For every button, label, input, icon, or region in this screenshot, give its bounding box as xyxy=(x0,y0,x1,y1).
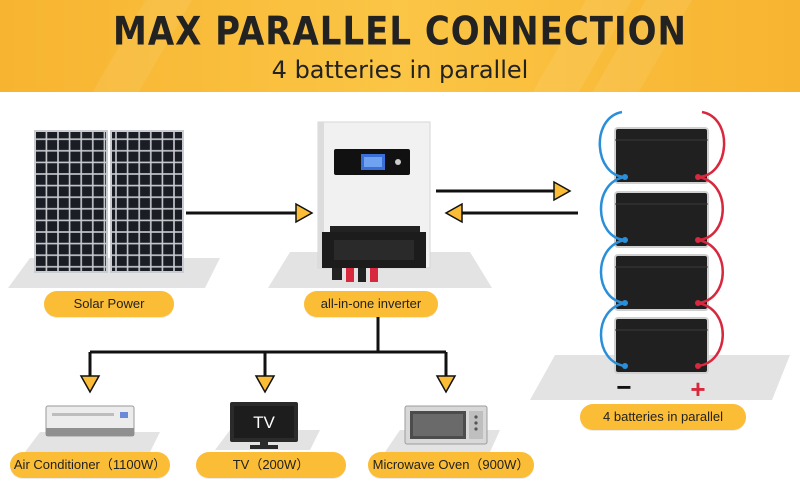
terminal-minus-sign: − xyxy=(616,372,631,402)
battery-1 xyxy=(614,127,709,184)
batteries-label: 4 batteries in parallel xyxy=(580,404,746,430)
load-distribution-lines xyxy=(88,300,448,376)
battery-4 xyxy=(614,317,709,374)
battery-to-inverter-arrow xyxy=(444,202,578,224)
ac-floor xyxy=(25,432,160,452)
air-conditioner-icon xyxy=(45,405,135,437)
microwave-icon xyxy=(404,405,488,445)
positive-wires xyxy=(697,110,726,368)
tv-label: TV（200W） xyxy=(196,452,346,478)
tv-arrow xyxy=(254,375,276,394)
page-subtitle: 4 batteries in parallel xyxy=(271,56,529,84)
solar-power-label: Solar Power xyxy=(44,291,174,317)
microwave-label: Microwave Oven（900W） xyxy=(368,452,534,478)
solar-panel-icon xyxy=(34,130,184,273)
battery-terminals xyxy=(622,174,701,369)
microwave-arrow xyxy=(435,375,457,394)
ac-arrow xyxy=(79,375,101,394)
battery-3 xyxy=(614,254,709,311)
tv-screen-text: TV xyxy=(253,413,275,432)
page-title: MAX PARALLEL CONNECTION xyxy=(112,9,687,55)
battery-stack-icon: − + xyxy=(598,110,726,404)
inverter-icon xyxy=(317,121,431,282)
battery-floor xyxy=(530,355,790,400)
tv-icon: TV xyxy=(230,402,298,449)
battery-2 xyxy=(614,191,709,248)
inverter-to-battery-arrow xyxy=(436,180,572,202)
air-conditioner-label: Air Conditioner（1100W） xyxy=(10,452,170,478)
header-banner xyxy=(0,0,800,92)
terminal-plus-sign: + xyxy=(690,374,705,404)
negative-wires xyxy=(598,110,626,368)
solar-to-inverter-arrow xyxy=(186,202,314,224)
inverter-label: all-in-one inverter xyxy=(304,291,438,317)
